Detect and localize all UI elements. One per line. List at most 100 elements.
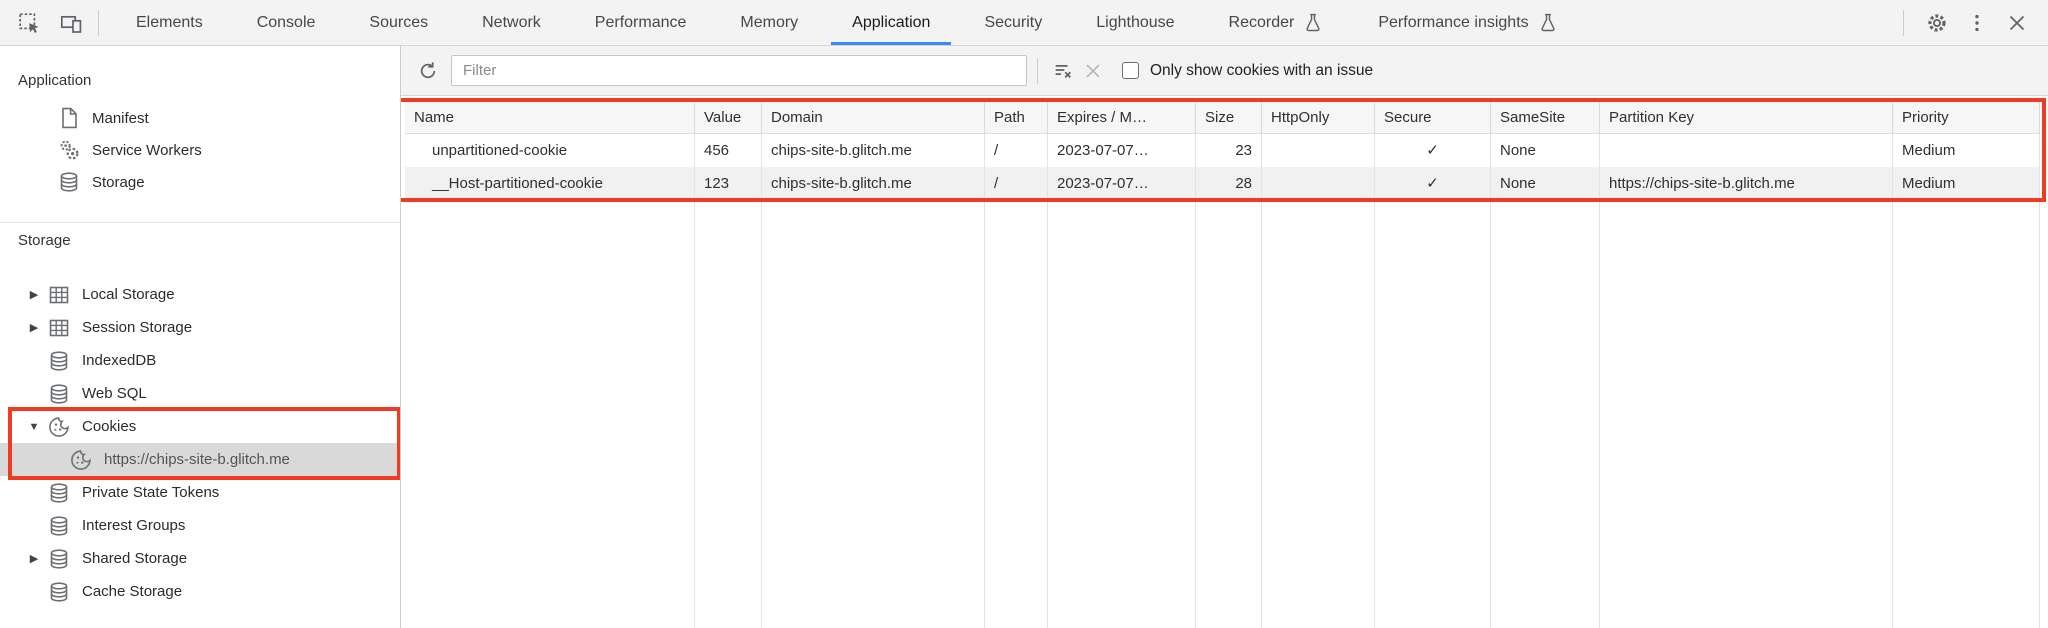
gears-icon	[56, 138, 81, 163]
database-icon	[56, 170, 81, 195]
device-toolbar-button[interactable]	[54, 6, 88, 40]
more-options-button[interactable]	[1960, 6, 1994, 40]
cell-priority: Medium	[1893, 167, 2040, 200]
document-icon	[56, 106, 81, 131]
sidebar-item-private-state-tokens[interactable]: Private State Tokens	[0, 476, 400, 509]
expanded-triangle-icon[interactable]: ▼	[28, 420, 40, 433]
filter-input[interactable]	[451, 55, 1027, 86]
sidebar-item-label: Storage	[92, 173, 145, 191]
column-header-path[interactable]: Path	[985, 102, 1048, 134]
tab-recorder[interactable]: Recorder	[1202, 0, 1352, 45]
cell-samesite: None	[1491, 167, 1600, 200]
column-header-domain[interactable]: Domain	[762, 102, 985, 134]
cell-path: /	[985, 167, 1048, 200]
sidebar-item-cookies[interactable]: ▼ Cookies	[0, 410, 400, 443]
sidebar-item-interest-groups[interactable]: Interest Groups	[0, 509, 400, 542]
sidebar-item-shared-storage[interactable]: ▶ Shared Storage	[0, 542, 400, 575]
kebab-menu-icon	[1965, 11, 1989, 35]
cookie-icon	[68, 447, 93, 472]
tab-console[interactable]: Console	[256, 13, 316, 31]
cookies-table: Name Value Domain Path Expires / M… Size…	[405, 102, 2040, 628]
sidebar-item-indexeddb[interactable]: IndexedDB	[0, 344, 400, 377]
tab-performance-insights[interactable]: Performance insights	[1351, 0, 1585, 45]
sidebar-item-label: https://chips-site-b.glitch.me	[104, 451, 290, 468]
cell-priority: Medium	[1893, 134, 2040, 167]
tab-sources[interactable]: Sources	[369, 13, 429, 31]
collapsed-triangle-icon[interactable]: ▶	[29, 322, 39, 334]
sidebar-item-label: Shared Storage	[82, 550, 188, 567]
tab-application[interactable]: Application	[825, 0, 957, 45]
clear-filter-icon	[1052, 60, 1074, 82]
grid-icon	[46, 315, 71, 340]
inspect-cursor-icon	[17, 11, 41, 35]
column-header-secure[interactable]: Secure	[1375, 102, 1491, 134]
cell-name: unpartitioned-cookie	[405, 134, 695, 167]
gear-icon	[1925, 11, 1949, 35]
sidebar-item-session-storage[interactable]: ▶ Session Storage	[0, 311, 400, 344]
cell-size: 28	[1196, 167, 1262, 200]
tab-security[interactable]: Security	[984, 13, 1043, 31]
inspect-element-button[interactable]	[12, 6, 46, 40]
experimental-flask-icon	[1302, 12, 1324, 34]
sidebar-item-web-sql[interactable]: Web SQL	[0, 377, 400, 410]
tab-lighthouse[interactable]: Lighthouse	[1096, 13, 1175, 31]
cell-partition-key	[1600, 134, 1893, 167]
column-header-size[interactable]: Size	[1196, 102, 1262, 134]
collapsed-triangle-icon[interactable]: ▶	[29, 553, 39, 565]
toolbar-separator	[98, 9, 99, 36]
cell-name: __Host-partitioned-cookie	[405, 167, 695, 200]
column-header-name[interactable]: Name	[405, 102, 695, 134]
sidebar-item-label: Web SQL	[82, 385, 147, 402]
issue-filter-toggle[interactable]: Only show cookies with an issue	[1122, 62, 1373, 80]
cell-path: /	[985, 134, 1048, 167]
tab-performance-insights-label: Performance insights	[1378, 13, 1529, 31]
device-toolbar-icon	[59, 11, 83, 35]
cookie-row-unpartitioned[interactable]: unpartitioned-cookie 456 chips-site-b.gl…	[405, 134, 2040, 167]
tab-elements[interactable]: Elements	[136, 13, 203, 31]
collapsed-triangle-icon[interactable]: ▶	[29, 289, 39, 301]
database-icon	[46, 513, 71, 538]
toolbar-separator	[1037, 57, 1038, 84]
experimental-flask-icon	[1537, 12, 1559, 34]
application-tree: Manifest Service Workers Storage	[0, 102, 400, 198]
sidebar-item-cache-storage[interactable]: Cache Storage	[0, 575, 400, 608]
issue-filter-checkbox[interactable]	[1122, 62, 1139, 79]
clear-all-cookies-button[interactable]	[1048, 56, 1078, 86]
cookies-toolbar: Only show cookies with an issue	[401, 46, 2048, 96]
sidebar-item-label: Service Workers	[92, 141, 202, 159]
column-header-priority[interactable]: Priority	[1893, 102, 2040, 134]
devtools-tabbar: Elements Console Sources Network Perform…	[0, 0, 2048, 46]
settings-button[interactable]	[1920, 6, 1954, 40]
cookie-row-host-partitioned[interactable]: __Host-partitioned-cookie 123 chips-site…	[405, 167, 2040, 200]
column-header-expires[interactable]: Expires / M…	[1048, 102, 1196, 134]
cookies-panel: Only show cookies with an issue Name Val…	[401, 46, 2048, 628]
delete-selected-button[interactable]	[1078, 56, 1108, 86]
sidebar-item-label: Private State Tokens	[82, 484, 220, 501]
sidebar-item-local-storage[interactable]: ▶ Local Storage	[0, 278, 400, 311]
column-header-samesite[interactable]: SameSite	[1491, 102, 1600, 134]
close-devtools-button[interactable]	[2000, 6, 2034, 40]
sidebar-item-storage[interactable]: Storage	[0, 166, 400, 198]
tab-network[interactable]: Network	[482, 13, 541, 31]
sidebar-item-cookie-origin[interactable]: https://chips-site-b.glitch.me	[0, 443, 400, 476]
database-icon	[46, 546, 71, 571]
section-title-application: Application	[18, 72, 92, 89]
cell-secure-checkmark: ✓	[1375, 134, 1491, 167]
toolbar-separator	[1903, 9, 1904, 36]
cookies-table-area: Name Value Domain Path Expires / M… Size…	[401, 96, 2048, 628]
refresh-button[interactable]	[413, 56, 443, 86]
tab-memory[interactable]: Memory	[740, 13, 799, 31]
column-header-value[interactable]: Value	[695, 102, 762, 134]
column-header-partition-key[interactable]: Partition Key	[1600, 102, 1893, 134]
tab-performance[interactable]: Performance	[594, 13, 687, 31]
cell-expires: 2023-07-07…	[1048, 134, 1196, 167]
column-header-httponly[interactable]: HttpOnly	[1262, 102, 1375, 134]
section-divider	[0, 222, 400, 223]
grid-icon	[46, 282, 71, 307]
sidebar-item-manifest[interactable]: Manifest	[0, 102, 400, 134]
sidebar-item-label: IndexedDB	[82, 352, 157, 369]
cell-domain: chips-site-b.glitch.me	[762, 134, 985, 167]
sidebar-item-service-workers[interactable]: Service Workers	[0, 134, 400, 166]
database-icon	[46, 381, 71, 406]
